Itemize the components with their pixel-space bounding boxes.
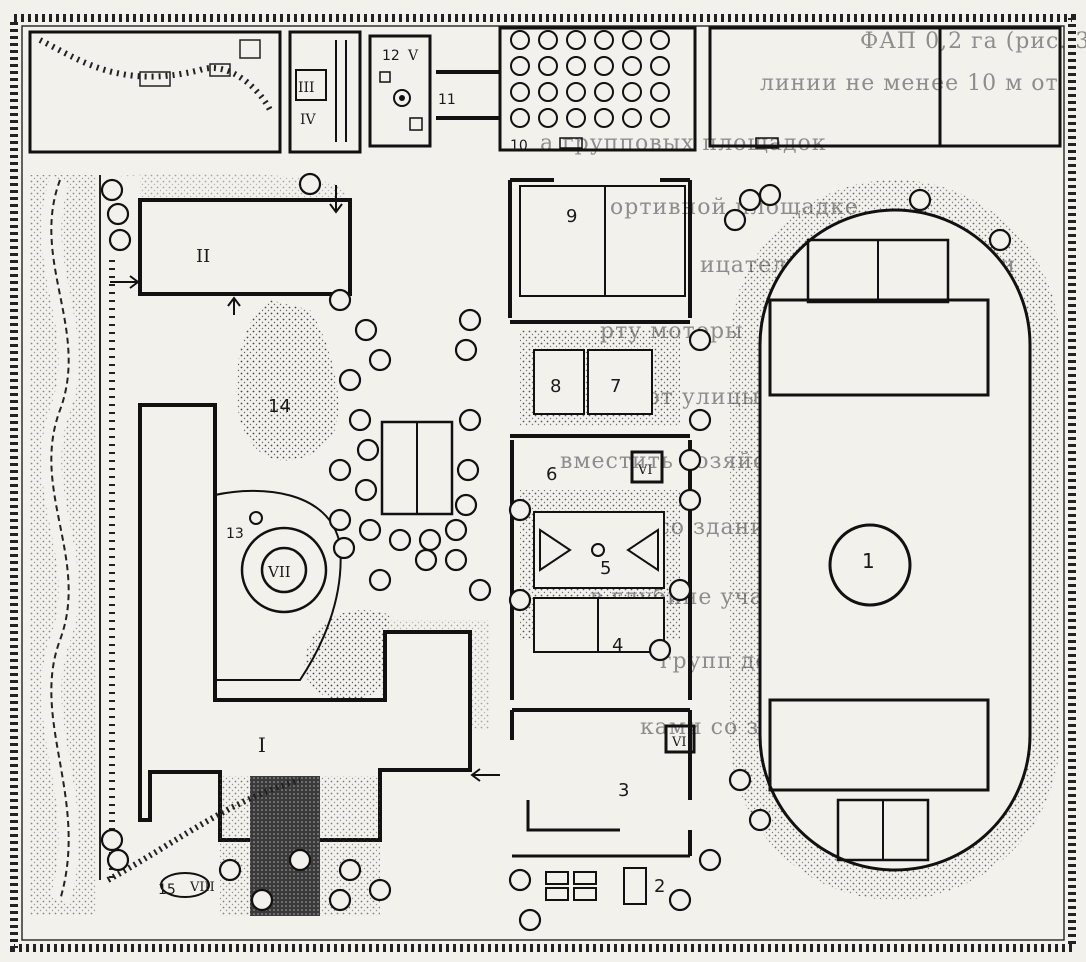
tree-canopy (698, 848, 722, 872)
label-building-iv: IV (300, 112, 317, 128)
label-zone-9: 9 (566, 206, 577, 227)
bg-text-line: а групповых площадок (540, 131, 827, 156)
tree-canopy (414, 548, 438, 572)
tree-canopy (356, 438, 380, 462)
tree-canopy (668, 888, 692, 912)
tree-canopy (354, 318, 378, 342)
tree-canopy (728, 768, 752, 792)
small-court (380, 420, 454, 516)
perimeter-hedge (10, 14, 1076, 952)
tree-canopy (354, 478, 378, 502)
tree-canopy (908, 188, 932, 212)
label-building-vi-lower: VI (671, 735, 687, 750)
tree-canopy (298, 172, 322, 196)
arrow-icon (110, 275, 140, 289)
tree-canopy (468, 578, 492, 602)
tree-canopy (988, 228, 1012, 252)
label-building-viii: VIII (189, 880, 215, 895)
garden-viii (106, 776, 380, 916)
bg-text-line: ФАП 0,2 га (рис. 32) (860, 29, 1086, 54)
label-building-vi-upper: VI (637, 463, 653, 478)
label-zone-2: 2 (654, 876, 665, 897)
labels: II I III IV V VI VI VII VIII 1 2 3 4 5 6… (158, 48, 875, 898)
label-zone-13: 13 (226, 526, 244, 542)
sports-ground (730, 180, 1060, 900)
label-building-v: V (407, 48, 419, 64)
tree-canopy (108, 228, 132, 252)
tree-canopy (368, 568, 392, 592)
tree-canopy (106, 848, 130, 872)
tree-canopy (332, 536, 356, 560)
tree-canopy (678, 488, 702, 512)
tree-canopy (668, 578, 692, 602)
tree-canopy (508, 868, 532, 892)
entrance-arrows (110, 185, 500, 782)
tree-canopy (723, 208, 747, 232)
tree-canopy (458, 408, 482, 432)
tree-canopy (758, 183, 782, 207)
left-garden-strip (30, 175, 115, 915)
tree-canopy (288, 848, 312, 872)
tree-canopy (678, 448, 702, 472)
tree-canopy (748, 808, 772, 832)
tree-canopy (100, 828, 124, 852)
tree-canopy (418, 528, 442, 552)
arrow-icon (470, 768, 500, 782)
label-zone-14: 14 (268, 396, 291, 417)
trees (100, 172, 1012, 932)
tree-canopy (100, 178, 124, 202)
building-ii (138, 198, 352, 296)
tree-canopy (348, 408, 372, 432)
tree-canopy (458, 308, 482, 332)
tree-canopy (454, 338, 478, 362)
tree-canopy (338, 368, 362, 392)
tree-canopy (358, 518, 382, 542)
label-zone-8: 8 (550, 376, 561, 397)
label-zone-4: 4 (612, 635, 623, 656)
tree-canopy (738, 188, 762, 212)
label-building-ii: II (196, 246, 210, 267)
tree-canopy (518, 908, 542, 932)
label-building-i: I (258, 733, 266, 757)
tree-canopy (250, 888, 274, 912)
label-building-vii: VII (267, 563, 291, 581)
tree-canopy (456, 458, 480, 482)
label-building-iii: III (298, 80, 315, 96)
label-zone-7: 7 (610, 376, 621, 397)
label-zone-10: 10 (510, 138, 528, 154)
label-zone-6: 6 (546, 464, 557, 485)
tree-canopy (508, 588, 532, 612)
courts-column (508, 178, 696, 905)
tree-canopy (106, 202, 130, 226)
label-zone-5: 5 (600, 558, 611, 579)
bg-text-line: линии не менее 10 м от (760, 71, 1059, 96)
arrow-icon (227, 296, 241, 315)
tree-canopy (218, 858, 242, 882)
orchard-trees (510, 30, 670, 128)
tree-canopy (454, 493, 478, 517)
label-zone-3: 3 (618, 780, 629, 801)
arrow-icon (329, 185, 343, 214)
label-zone-12: 12 (382, 48, 400, 64)
tree-canopy (508, 498, 532, 522)
tree-canopy (328, 888, 352, 912)
tree-canopy (388, 528, 412, 552)
tree-canopy (328, 508, 352, 532)
label-zone-15: 15 (158, 882, 176, 898)
tree-canopy (444, 548, 468, 572)
tree-canopy (328, 458, 352, 482)
tree-canopy (688, 408, 712, 432)
tree-canopy (328, 288, 352, 312)
tree-canopy (444, 518, 468, 542)
top-strip (28, 26, 1062, 154)
building-i (138, 403, 472, 842)
tree-canopy (368, 348, 392, 372)
tree-canopy (648, 638, 672, 662)
tree-canopy (688, 328, 712, 352)
tree-canopy (368, 878, 392, 902)
tree-canopy (338, 858, 362, 882)
label-zone-11: 11 (438, 92, 456, 108)
label-zone-1: 1 (862, 549, 875, 573)
